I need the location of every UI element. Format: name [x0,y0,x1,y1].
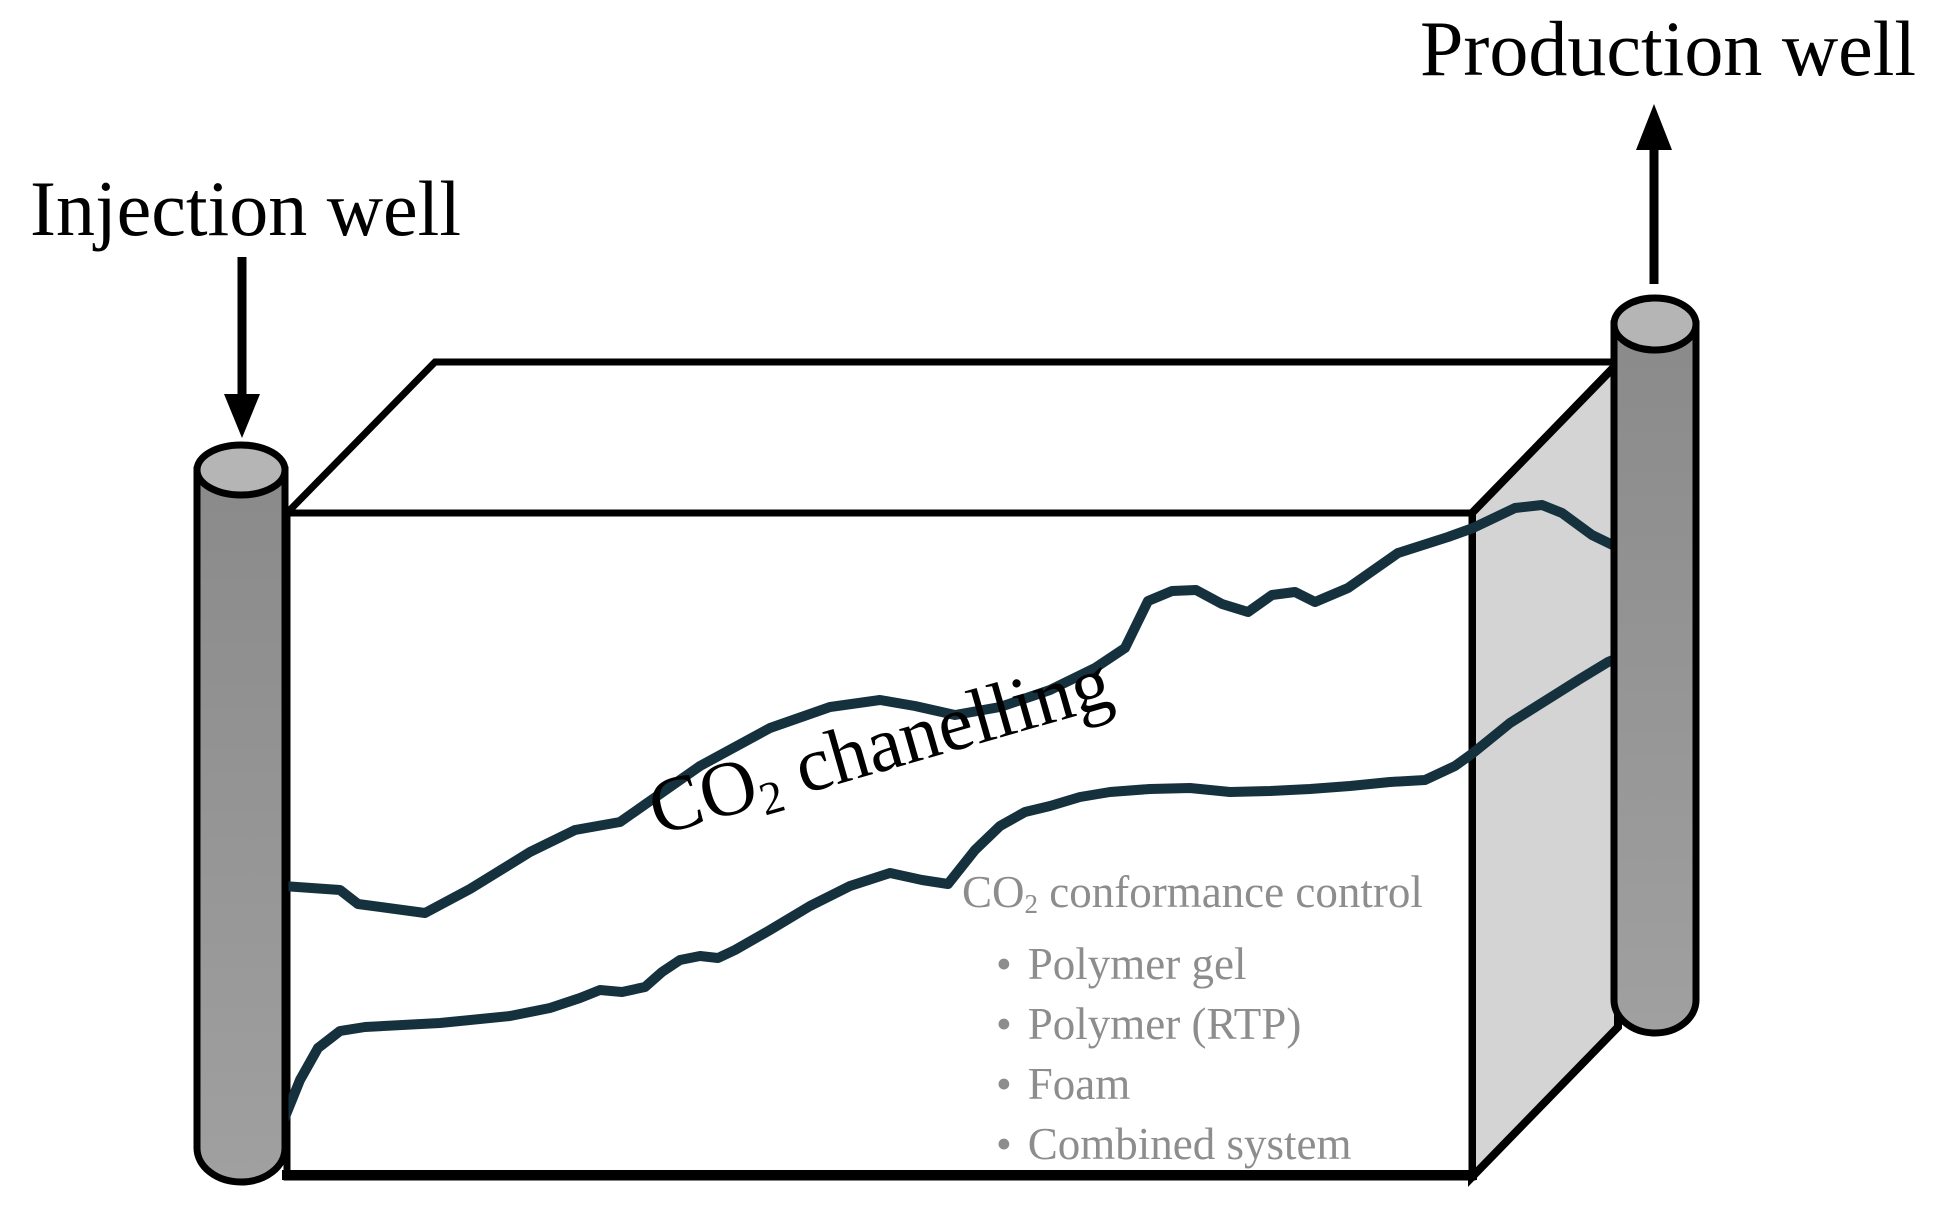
reservoir-top-face [278,358,1627,517]
bullet-icon: • [996,1118,1012,1169]
list-item-label: Foam [1027,1058,1131,1109]
conformance-title-subscript: 2 [1024,888,1039,919]
list-item-label: Polymer gel [1027,938,1247,989]
injection-arrowhead-icon [224,394,260,438]
bullet-icon: • [996,1058,1012,1109]
list-item: • Polymer gel [962,934,1423,994]
list-item: • Combined system [962,1114,1423,1174]
co2-channel-upper-boundary [278,500,1630,918]
production-well-label: Production well [1420,5,1917,92]
production-well-cap [1610,294,1700,354]
injection-well-cap [193,441,289,499]
list-item-label: Combined system [1027,1118,1352,1169]
production-arrowhead-icon [1636,104,1672,150]
conformance-control-title: CO2 conformance control [962,862,1423,934]
production-well-body [1610,320,1700,1037]
production-well-cylinder [1610,294,1700,1037]
list-item: • Polymer (RTP) [962,994,1423,1054]
conformance-title-prefix: CO [962,867,1025,917]
bullet-icon: • [996,998,1012,1049]
reservoir-side-face [1468,353,1622,1187]
co2-channel-lower-boundary [278,650,1630,1127]
list-item: • Foam [962,1054,1423,1114]
production-arrow-up [1636,104,1672,284]
injection-well-cylinder [193,441,289,1186]
injection-well-label: Injection well [30,165,462,252]
reservoir-front-face [283,509,1476,1181]
conformance-title-suffix: conformance control [1038,867,1423,917]
bullet-icon: • [996,938,1012,989]
conformance-control-list: CO2 conformance control • Polymer gel • Po… [962,862,1423,1174]
injection-arrow-down [224,257,260,438]
list-item-label: Polymer (RTP) [1027,998,1302,1049]
injection-well-body [193,466,289,1186]
